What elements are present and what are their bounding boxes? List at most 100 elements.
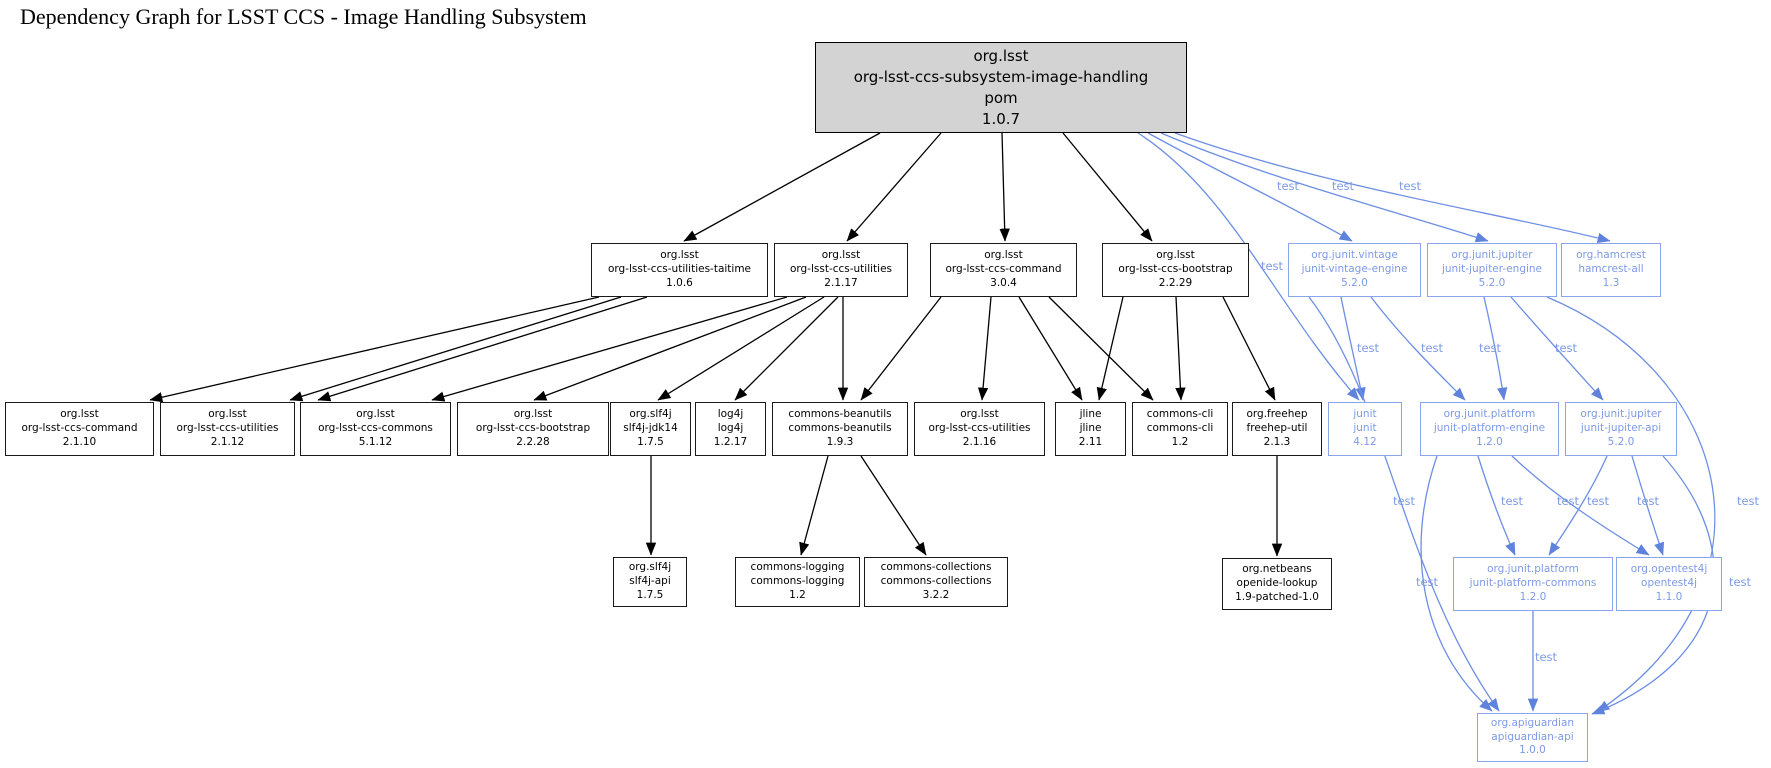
node-text-line: jline [1079,408,1102,421]
edge-utilities-taitime-to-utilities-2-1-12 [289,296,622,402]
node-text-line: 1.9.3 [826,435,854,448]
node-text-line: org.opentest4j [1630,563,1708,576]
node-text-line: 5.2.0 [1478,276,1506,289]
node-text-line: commons-logging [750,575,845,588]
node-text-line: org.apiguardian [1490,716,1575,729]
edge-root-to-junit-jupiter-engine [1160,132,1489,243]
edge-scope-label: test [1416,575,1439,589]
node-text-line: hamcrest-all [1578,263,1644,276]
edge-utilities-2-1-17-to-log4j [734,296,839,401]
node-text-line: 5.2.0 [1341,276,1368,289]
edge-bootstrap-2-2-29-to-freehep-util [1222,296,1276,401]
node-text-line: org.junit.vintage [1311,249,1398,262]
node-text-line: 1.2.0 [1476,435,1503,448]
edge-commons-beanutils-to-commons-logging [799,455,829,556]
node-text-line: 1.7.5 [636,588,664,601]
node-text-line: org-lsst-ccs-bootstrap [1118,263,1233,276]
edge-utilities-2-1-17-to-slf4j-jdk14 [657,296,825,401]
node-text-line: 1.9-patched-1.0 [1235,590,1319,603]
node-text-line: commons-logging [750,561,845,574]
node-text-line: 1.0.6 [666,276,693,289]
node-text-line: commons-cli [1146,408,1214,421]
edge-root-to-junit-vintage-engine [1147,132,1353,242]
edge-bootstrap-2-2-29-to-commons-cli [1175,296,1186,401]
node-text-line: 1.2.0 [1519,590,1547,603]
edge-scope-label: test [1332,179,1355,193]
edge-scope-label: test [1277,179,1300,193]
node-text-line: log4j [717,408,744,421]
node-text-line: 2.1.17 [824,276,858,289]
node-text-line: org.junit.platform [1443,408,1536,421]
node-text-line: org-lsst-ccs-command [21,422,138,435]
node-text-line: org.lsst [984,249,1023,262]
node-text-line: org.hamcrest [1576,249,1646,262]
node-text-line: org-lsst-ccs-utilities [789,263,893,276]
edge-utilities-2-1-17-to-bootstrap-2-2-28 [533,296,807,401]
node-text-line: org-lsst-ccs-commons [318,422,433,435]
edge-utilities-taitime-to-command-2-1-10 [149,296,600,403]
node-text-line: commons-beanutils [788,408,892,421]
edge-command-3-0-4-to-commons-cli [1048,296,1154,401]
node-text-line: junit-platform-commons [1469,577,1597,590]
node-text-line: 2.1.10 [62,435,97,448]
node-text-line: org-lsst-ccs-utilities [176,422,279,435]
edge-root-to-command-3-0-4 [999,132,1010,242]
node-text-line: 1.7.5 [637,435,664,448]
edge-root-to-hamcrest-all [1174,132,1611,244]
node-text-line: 5.1.12 [358,435,393,448]
edge-scope-label: test [1557,494,1580,508]
node-text-line: org.lsst [821,249,861,262]
node-text-line: commons-beanutils [788,422,892,435]
node-text-line: 1.3 [1602,276,1620,289]
edge-junit-jupiter-api-to-opentest4j [1631,455,1665,556]
edge-scope-label: test [1729,575,1752,589]
node-text-line: 1.0.7 [981,109,1021,128]
node-text-line: apiguardian-api [1491,730,1574,743]
node-text-line: 1.1.0 [1655,590,1683,603]
node-text-line: freehep-util [1246,422,1308,435]
node-text-line: org.lsst [356,408,395,421]
node-text-line: 4.12 [1353,435,1377,448]
edge-root-to-utilities-taitime [683,132,881,242]
node-text-line: org.lsst [973,46,1029,65]
edge-command-3-0-4-to-jline [1018,296,1083,401]
edge-junit-jupiter-engine-to-junit-platform-engine [1483,296,1508,401]
edge-scope-label: test [1399,179,1422,193]
edge-root-to-utilities-2-1-17 [846,132,942,242]
node-text-line: 1.2.17 [713,435,748,448]
node-text-line: slf4j-jdk14 [623,422,678,435]
node-text-line: org.lsst [660,249,699,262]
node-text-line: junit-jupiter-engine [1441,263,1543,276]
node-text-line: 2.1.16 [962,435,997,448]
node-text-line: org-lsst-ccs-bootstrap [475,422,591,435]
edge-command-3-0-4-to-utilities-2-1-16 [977,296,992,401]
edge-commons-beanutils-to-commons-collections [860,455,927,556]
node-text-line: opentest4j [1641,577,1697,590]
node-text-line: 1.2 [789,588,806,601]
edge-scope-label: test [1393,494,1416,508]
